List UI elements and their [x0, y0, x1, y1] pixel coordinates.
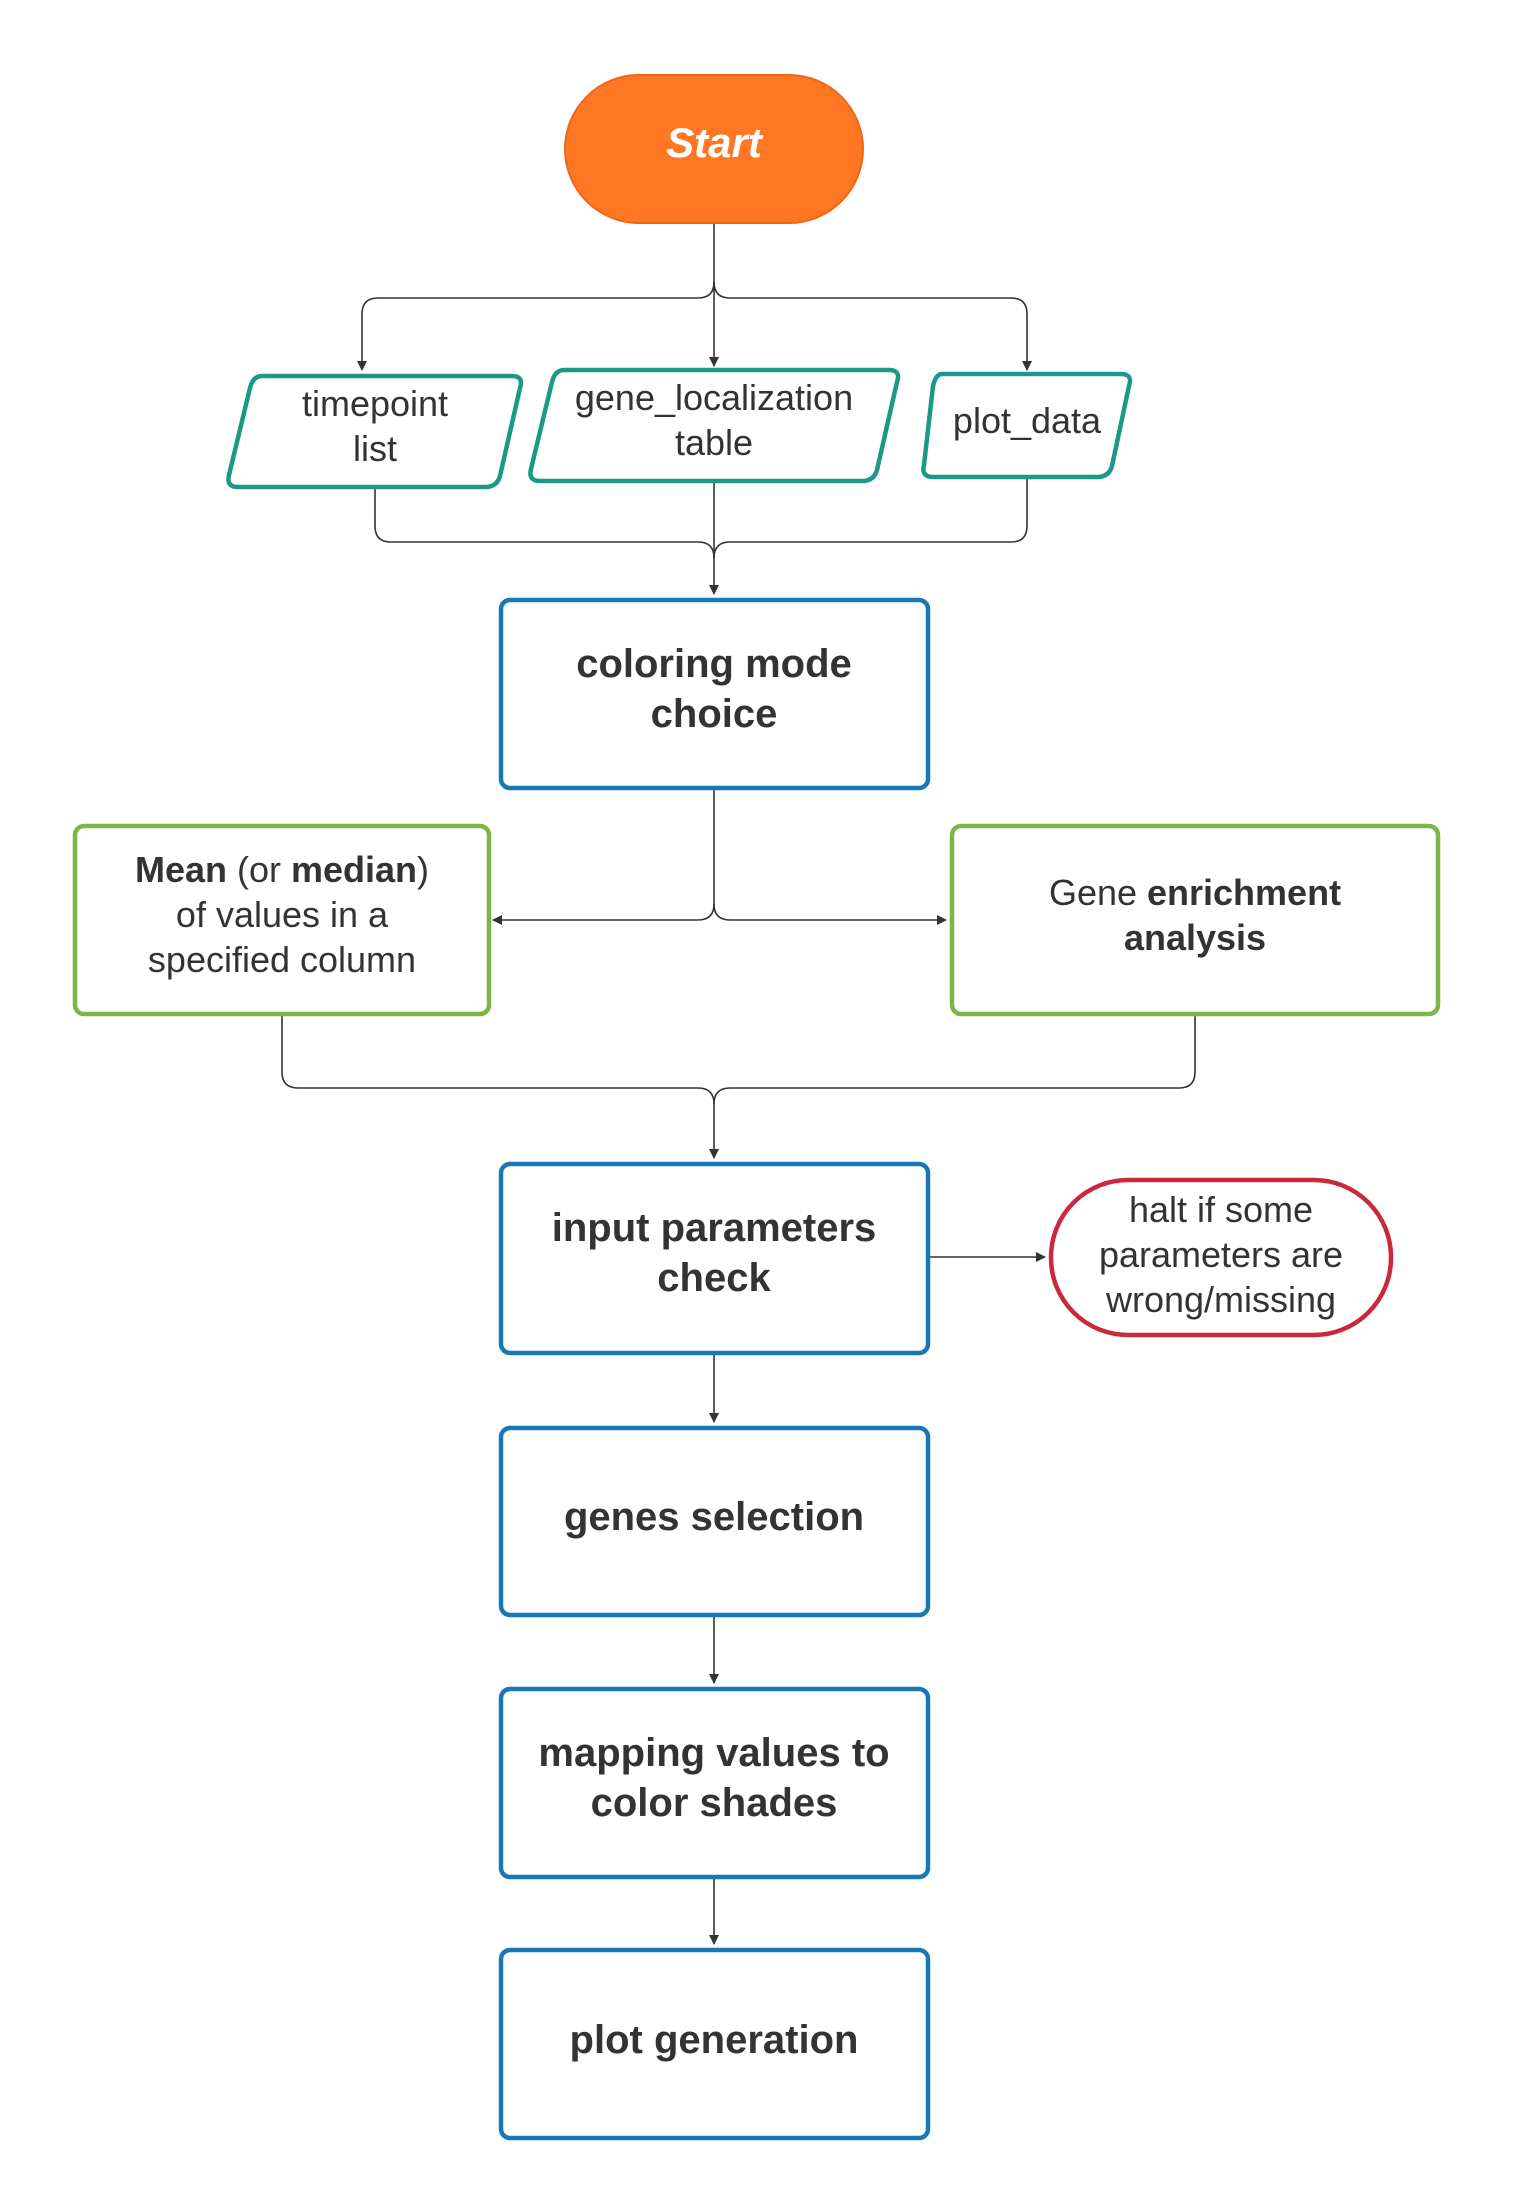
- connector-enrichment-to-merge: [713, 1014, 1196, 1105]
- process-genes-selection: genes selection: [498, 1425, 931, 1618]
- input-plot-data: plot_data: [921, 371, 1133, 480]
- mode-shape: [949, 823, 1441, 1017]
- process-label-line2: check: [657, 1256, 771, 1300]
- mode-label-line1: Mean (or median): [135, 849, 429, 890]
- process-shape: [498, 1686, 931, 1880]
- connector-start-to-plot-data: [713, 281, 1032, 371]
- process-label-line2: choice: [651, 692, 778, 736]
- connectors: [281, 224, 1196, 1945]
- start-label: Start: [666, 119, 764, 166]
- process-label-line1: input parameters: [552, 1206, 877, 1250]
- mode-label-line2: analysis: [1124, 917, 1266, 958]
- input-timepoint-list: timepoint list: [226, 373, 524, 490]
- connector-start-to-timepoint: [357, 281, 715, 371]
- process-label-line1: mapping values to: [538, 1731, 889, 1775]
- process-shape: [498, 1161, 931, 1356]
- mode-label-line1: Gene enrichment: [1049, 872, 1341, 913]
- start-terminator: Start: [564, 74, 864, 224]
- connector-coloring-to-enrichment: [713, 903, 947, 925]
- process-label: genes selection: [564, 1495, 864, 1539]
- process-shape: [498, 597, 931, 791]
- connector-plotdata-to-merge: [713, 477, 1028, 559]
- connector-timepoint-to-merge: [374, 487, 715, 559]
- input-label-line2: list: [353, 428, 397, 469]
- mode-label-close: ): [417, 849, 429, 890]
- input-shape: [226, 373, 524, 490]
- terminator-halt: halt if some parameters are wrong/missin…: [1048, 1177, 1394, 1338]
- input-shape: [921, 371, 1133, 480]
- mode-gene-enrichment: Gene enrichment analysis: [949, 823, 1441, 1017]
- input-shape: [528, 367, 901, 484]
- connector-coloring-to-mean: [492, 903, 715, 925]
- mode-label-line2: of values in a: [176, 894, 389, 935]
- process-label-line1: coloring mode: [576, 642, 852, 686]
- mode-label-median: median: [291, 849, 417, 890]
- mode-label-line3: specified column: [148, 939, 416, 980]
- halt-label-line2: parameters are: [1099, 1234, 1343, 1275]
- process-plot-generation: plot generation: [498, 1947, 931, 2141]
- input-gene-localization-table: gene_localization table: [528, 367, 901, 484]
- mode-label-gene: Gene: [1049, 872, 1147, 913]
- halt-label-line3: wrong/missing: [1105, 1279, 1336, 1320]
- process-coloring-mode-choice: coloring mode choice: [498, 597, 931, 791]
- process-shape: [498, 1425, 931, 1618]
- process-shape: [498, 1947, 931, 2141]
- process-mapping-values: mapping values to color shades: [498, 1686, 931, 1880]
- input-label: plot_data: [953, 400, 1102, 441]
- mode-label-or: (or: [227, 849, 291, 890]
- process-label: plot generation: [570, 2018, 859, 2062]
- process-label-line2: color shades: [591, 1781, 838, 1825]
- process-input-parameters-check: input parameters check: [498, 1161, 931, 1356]
- halt-shape: [1048, 1177, 1394, 1338]
- mode-label-enrichment: enrichment: [1147, 872, 1341, 913]
- halt-label-line1: halt if some: [1129, 1189, 1313, 1230]
- mode-mean-median: Mean (or median) of values in a specifie…: [72, 823, 492, 1017]
- mode-shape: [72, 823, 492, 1017]
- start-shape: [564, 74, 864, 224]
- input-label-line1: gene_localization: [575, 377, 853, 418]
- connector-mean-to-merge: [281, 1014, 715, 1105]
- mode-label-mean: Mean: [135, 849, 227, 890]
- input-label-line1: timepoint: [302, 383, 448, 424]
- input-label-line2: table: [675, 422, 753, 463]
